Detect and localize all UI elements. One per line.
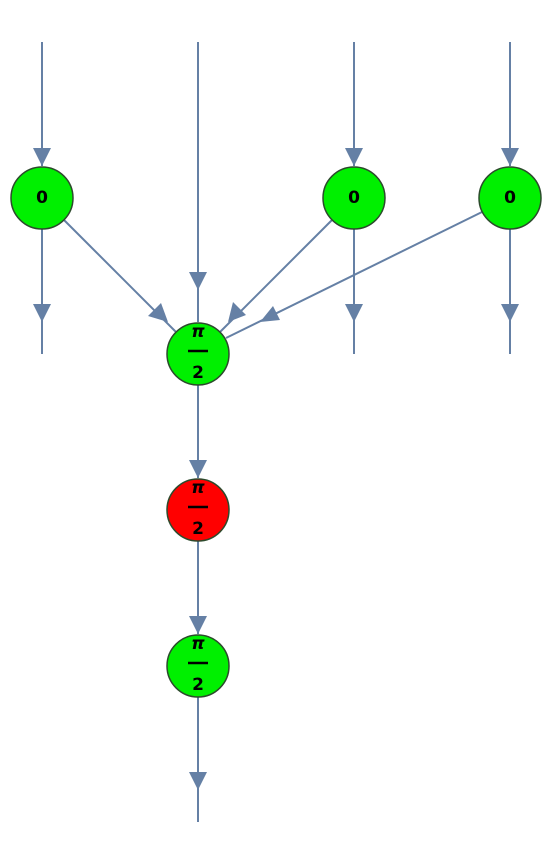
wire-1 [33,42,51,354]
arrow-z5-out [189,772,207,790]
arrow-wire-2-in [189,272,207,290]
phase-denominator: 2 [192,519,204,539]
arrow-wire-4-in [501,148,519,166]
node-label: 0 [504,188,516,208]
spider-z2: 0 [322,166,386,230]
arrow-wire-3-in [345,148,363,166]
wire-2 [189,42,207,322]
arrow-wire-1-in [33,148,51,166]
arrow-z2-z4 [228,302,246,322]
phase-numerator: π [191,634,205,654]
edge-z4-x1 [189,384,207,478]
arrow-wire-4-out [501,304,519,322]
spider-z5: π 2 [166,634,230,698]
node-label: 0 [348,188,360,208]
spider-z1: 0 [10,166,74,230]
phase-numerator: π [191,322,205,342]
node-circle [10,166,74,230]
edge-z3-z4 [225,211,483,339]
node-circle [166,634,230,698]
edge-x1-z5 [189,540,207,634]
arrow-wire-3-out [345,304,363,322]
edge-z1-z4 [63,219,177,333]
spider-z4: π 2 [166,322,230,386]
node-label: 0 [36,188,48,208]
node-circle [166,322,230,386]
spider-z3: 0 [478,166,542,230]
arrow-z1-z4 [148,303,168,322]
edge-z2-z4 [219,219,333,333]
node-circle [322,166,386,230]
arrow-x1-z5 [189,616,207,634]
wire-4 [501,42,519,354]
phase-denominator: 2 [192,363,204,383]
arrow-wire-1-out [33,304,51,322]
phase-numerator: π [191,478,205,498]
edge-z5-output [189,696,207,822]
arrow-z3-z4 [260,306,280,322]
node-circle [478,166,542,230]
spider-x1: π 2 [166,478,230,542]
phase-denominator: 2 [192,675,204,695]
node-circle [166,478,230,542]
arrow-z4-x1 [189,460,207,478]
wire-3 [345,42,363,354]
